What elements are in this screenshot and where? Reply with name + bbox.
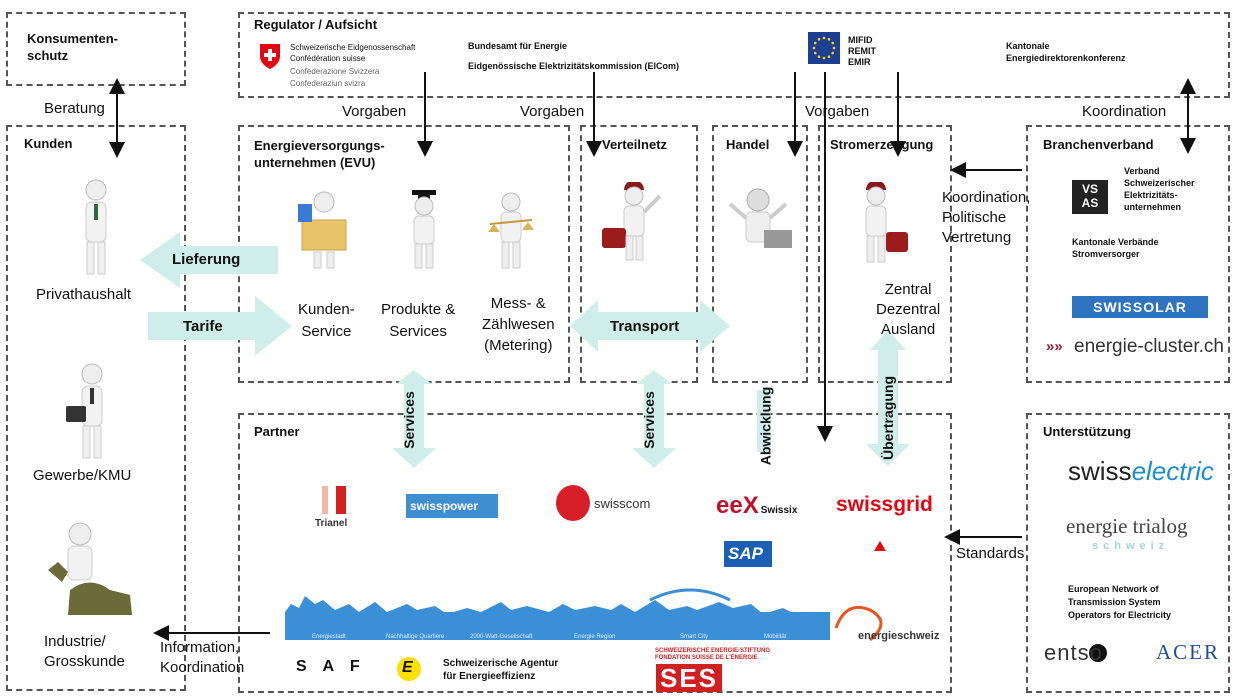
banner-label-5: Smart City (680, 634, 709, 640)
handel-person-icon (728, 188, 792, 248)
swissolar-logo: SWISSOLAR (1072, 296, 1208, 318)
energiecluster-arrows-icon: »» (1046, 338, 1063, 355)
kundenservice-person-icon (298, 191, 347, 269)
verteilnetz-person-icon (602, 182, 662, 261)
swissgrid-logo: swissgrid (836, 493, 933, 516)
branchenverband-title: Branchenverband (1043, 137, 1154, 152)
evu-title: Energieversorgungs- unternehmen (EVU) (254, 138, 385, 170)
konsumentenschutz-box (6, 12, 186, 86)
ses-logo: SES (656, 664, 723, 692)
acer-logo: ACER (1156, 640, 1221, 664)
industrie-label: Industrie/ Grosskunde (44, 633, 125, 670)
stromerzeugung-person-icon (865, 182, 908, 263)
privathaushalt-label: Privathaushalt (36, 286, 132, 303)
vorgaben-label-3: Vorgaben (805, 103, 870, 120)
metering-person-icon (488, 192, 534, 269)
metering-label: Mess- & Zählwesen (Metering) (482, 295, 555, 354)
unterstuetzung-title: Unterstützung (1043, 424, 1132, 439)
energiecluster-logo: energie-cluster.ch (1074, 336, 1224, 357)
tarife-label: Tarife (183, 318, 223, 335)
bfe-label: Bundesamt für Energie (468, 41, 568, 51)
banner-label-2: Nachhaltige Quartiere (386, 634, 445, 640)
swiss-shield-icon (260, 44, 280, 69)
beratung-label: Beratung (44, 100, 105, 117)
kundenservice-label: Kunden- Service (298, 301, 355, 340)
swiss-line-1: Schweizerische Eidgenossenschaft (290, 43, 416, 52)
swissix-text: Swissix (760, 505, 798, 516)
kunden-title: Kunden (24, 136, 73, 151)
ses-small-text: SCHWEIZERISCHE ENERGIE-STIFTUNG FONDATIO… (655, 648, 771, 661)
banner-label-1: Energiestadt (312, 634, 346, 640)
stromerzeugung-title: Stromerzeugung (830, 137, 934, 152)
standards-label: Standards (956, 545, 1025, 562)
trialog-sub: schweiz (1092, 540, 1170, 552)
services-label-1: Services (400, 391, 417, 449)
uebertragung-label: Übertragung (880, 376, 896, 460)
regulator-box (238, 12, 1230, 98)
swisselectric-a: swiss (1068, 456, 1132, 486)
partner-box (238, 413, 952, 693)
branchenverband-box (1026, 125, 1230, 383)
kantonale-verbaende-label: Kantonale Verbände Stromversorger (1072, 237, 1159, 259)
konsumentenschutz-title: Konsumenten- schutz (27, 31, 118, 63)
swisselectric-logo: swisselectric (1068, 456, 1214, 487)
verteilnetz-title: Verteilnetz (602, 137, 668, 152)
swisscom-icon (556, 485, 590, 521)
gewerbe-label: Gewerbe/KMU (33, 467, 132, 484)
vorgaben-label-1: Vorgaben (342, 103, 407, 120)
privathaushalt-person-icon (85, 179, 107, 275)
swisselectric-b: electric (1131, 456, 1214, 486)
handel-title: Handel (726, 137, 770, 152)
info-koord-label: Information, Koordination (160, 639, 245, 676)
swiss-line-3: Confederazione Svizzera (290, 67, 380, 76)
produkte-label: Produkte & Services (381, 301, 456, 340)
zentral-label: Zentral Dezentral Ausland (876, 281, 941, 338)
banner-label-6: Mobilität (764, 634, 787, 640)
handel-box (712, 125, 808, 383)
banner-label-3: 2000-Watt-Gesellschaft (470, 634, 533, 640)
services-label-2: Services (640, 391, 657, 449)
kunden-box (6, 125, 186, 691)
mifid-label: MIFID (848, 35, 873, 45)
kantonale-edk-label: Kantonale Energiedirektorenkonferenz (1006, 41, 1126, 63)
banner-label-4: Energie Region (574, 634, 616, 640)
partner-title: Partner (254, 424, 300, 439)
lieferung-label: Lieferung (172, 251, 241, 268)
vse-text: Verband Schweizerischer Elektrizitäts- u… (1124, 166, 1195, 212)
emir-label: EMIR (848, 57, 871, 67)
elcom-label: Eidgenössische Elektrizitätskommission (… (468, 61, 680, 71)
eex-text: eeX (716, 492, 759, 519)
trianel-logo: Trianel (315, 518, 348, 529)
vorgaben-label-2: Vorgaben (520, 103, 585, 120)
koordination-politisch-label: Koordination, Politische Vertretung (942, 189, 1031, 246)
vse-logo: VS AS (1072, 180, 1108, 214)
entsoe-text: European Network of Transmission System … (1068, 584, 1172, 620)
sap-logo: SAP (724, 541, 772, 567)
trialog-logo: energie trialog (1066, 514, 1188, 538)
saf-text: Schweizerische Agentur für Energieeffizi… (443, 658, 559, 682)
industrie-person-icon (48, 522, 132, 615)
swisscom-logo: swisscom (594, 496, 651, 511)
trianel-icon (322, 486, 346, 514)
remit-label: REMIT (848, 46, 876, 56)
entso-logo: entso (1044, 640, 1103, 665)
eu-flag-icon (808, 32, 840, 64)
swiss-line-2: Confédération suisse (290, 54, 366, 63)
unterstuetzung-box (1026, 413, 1230, 693)
saf-e-icon: E (402, 659, 413, 676)
produkte-person-icon (412, 190, 436, 269)
regulator-title: Regulator / Aufsicht (254, 17, 378, 32)
swisspower-logo: swisspower (406, 494, 498, 518)
abwicklung-label: Abwicklung (757, 386, 774, 466)
koordination-label-top: Koordination (1082, 103, 1167, 120)
transport-label: Transport (610, 318, 680, 335)
swiss-line-4: Confederaziun svizra (290, 79, 366, 88)
energieschweiz-logo: energieschweiz (858, 630, 940, 642)
saf-logo: S A F (296, 658, 366, 675)
gewerbe-person-icon (66, 363, 103, 459)
